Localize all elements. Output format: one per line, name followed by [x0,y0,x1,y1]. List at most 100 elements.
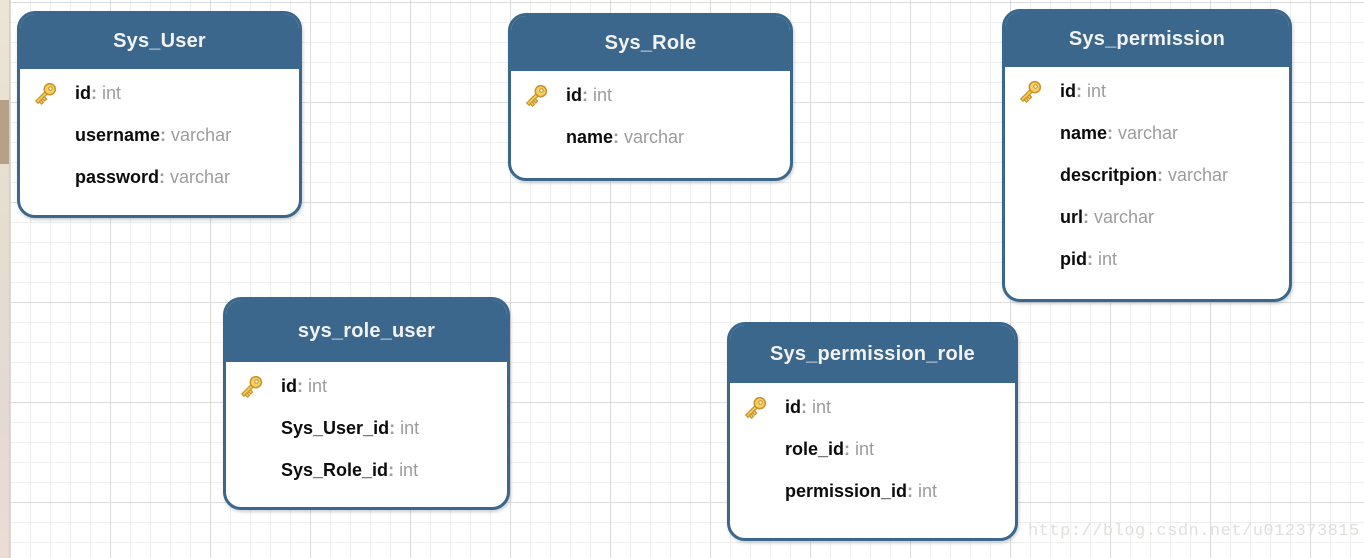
field-name: name [566,126,614,147]
table-header[interactable]: Sys_permission [1005,12,1289,67]
field-type: varchar [1094,206,1155,227]
field-row[interactable]: id:int [511,74,790,116]
field-separator: : [388,459,395,480]
field-name: url [1060,206,1084,227]
field-separator: : [160,124,167,145]
field-name: Sys_Role_id [281,459,389,480]
field-separator: : [159,166,166,187]
field-separator: : [91,82,97,103]
table-title: Sys_permission [1068,28,1226,50]
field-separator: : [844,438,851,459]
field-separator: : [907,480,914,501]
field-separator: : [582,84,588,105]
key-icon-placeholder [238,456,268,484]
table-sys-permission[interactable]: Sys_permission id:int name:varchar descr… [1002,9,1292,302]
key-icon-placeholder [1017,161,1047,189]
table-header[interactable]: Sys_Role [511,16,790,71]
table-fields: id:int name:varchar descritpion:varchar … [1005,67,1289,280]
field-type: int [593,84,613,105]
field-name: Sys_User_id [281,417,390,438]
field-type: int [400,417,420,438]
field-separator: : [389,417,396,438]
vertical-scrollbar[interactable] [0,0,10,558]
key-icon-placeholder [32,163,62,191]
field-row[interactable]: id:int [226,365,507,407]
field-separator: : [613,126,620,147]
field-name: role_id [785,438,845,459]
field-row[interactable]: url:varchar [1005,196,1289,238]
table-title: Sys_permission_role [769,342,975,365]
field-type: int [1087,80,1107,101]
table-header[interactable]: sys_role_user [226,300,507,362]
field-type: int [918,480,938,501]
field-type: int [1098,248,1118,269]
table-sys-role-user[interactable]: sys_role_user id:int Sys_User_id:int Sys… [223,297,510,510]
primary-key-icon [238,372,268,400]
field-name: id [1060,80,1076,101]
field-row[interactable]: username:varchar [20,114,299,156]
table-title: Sys_Role [604,32,697,54]
field-name: descritpion [1060,164,1158,185]
field-row[interactable]: pid:int [1005,238,1289,280]
field-name: pid [1060,248,1087,269]
field-name: id [75,82,91,103]
key-icon-placeholder [238,414,268,442]
field-row[interactable]: id:int [20,72,299,114]
watermark-text: http://blog.csdn.net/u012373815 [1028,522,1360,541]
field-name: password [75,166,160,187]
field-row[interactable]: role_id:int [730,428,1015,470]
field-row[interactable]: id:int [1005,70,1289,112]
table-fields: id:int username:varchar password:varchar [20,69,299,198]
field-row[interactable]: name:varchar [511,116,790,158]
field-type: int [812,396,832,417]
table-fields: id:int Sys_User_id:int Sys_Role_id:int [226,362,507,491]
field-type: varchar [171,124,232,145]
field-separator: : [1076,80,1082,101]
primary-key-icon [742,393,772,421]
table-title: Sys_User [113,30,206,52]
field-row[interactable]: name:varchar [1005,112,1289,154]
field-row[interactable]: Sys_User_id:int [226,407,507,449]
table-sys-role[interactable]: Sys_Role id:int name:varchar [508,13,793,181]
key-icon-placeholder [523,123,553,151]
scrollbar-thumb[interactable] [0,100,9,164]
field-name: username [75,124,161,145]
field-type: varchar [1118,122,1179,143]
primary-key-icon [523,81,553,109]
key-icon-placeholder [742,435,772,463]
field-separator: : [1107,122,1114,143]
key-icon-placeholder [742,477,772,505]
table-fields: id:int role_id:int permission_id:int [730,383,1015,512]
table-fields: id:int name:varchar [511,71,790,158]
key-icon-placeholder [1017,203,1047,231]
field-name: id [566,84,582,105]
field-name: id [785,396,801,417]
table-header[interactable]: Sys_User [20,14,299,69]
field-type: varchar [624,126,685,147]
field-row[interactable]: Sys_Role_id:int [226,449,507,491]
field-name: permission_id [785,480,908,501]
field-type: varchar [170,166,231,187]
field-type: int [308,375,328,396]
field-type: int [855,438,875,459]
key-icon-placeholder [1017,245,1047,273]
field-row[interactable]: permission_id:int [730,470,1015,512]
diagram-canvas[interactable]: Sys_User id:int username:varchar passwor… [10,0,1364,558]
table-sys-permission-role[interactable]: Sys_permission_role id:int role_id:int p… [727,322,1018,541]
field-separator: : [1157,164,1164,185]
key-icon-placeholder [1017,119,1047,147]
field-name: id [281,375,297,396]
field-separator: : [801,396,807,417]
table-sys-user[interactable]: Sys_User id:int username:varchar passwor… [17,11,302,218]
field-separator: : [1087,248,1093,269]
field-row[interactable]: id:int [730,386,1015,428]
table-title: sys_role_user [297,319,436,342]
field-row[interactable]: descritpion:varchar [1005,154,1289,196]
field-row[interactable]: password:varchar [20,156,299,198]
table-header[interactable]: Sys_permission_role [730,325,1015,383]
field-type: int [102,82,122,103]
field-type: varchar [1168,164,1229,185]
field-separator: : [1083,206,1090,227]
key-icon-placeholder [32,121,62,149]
